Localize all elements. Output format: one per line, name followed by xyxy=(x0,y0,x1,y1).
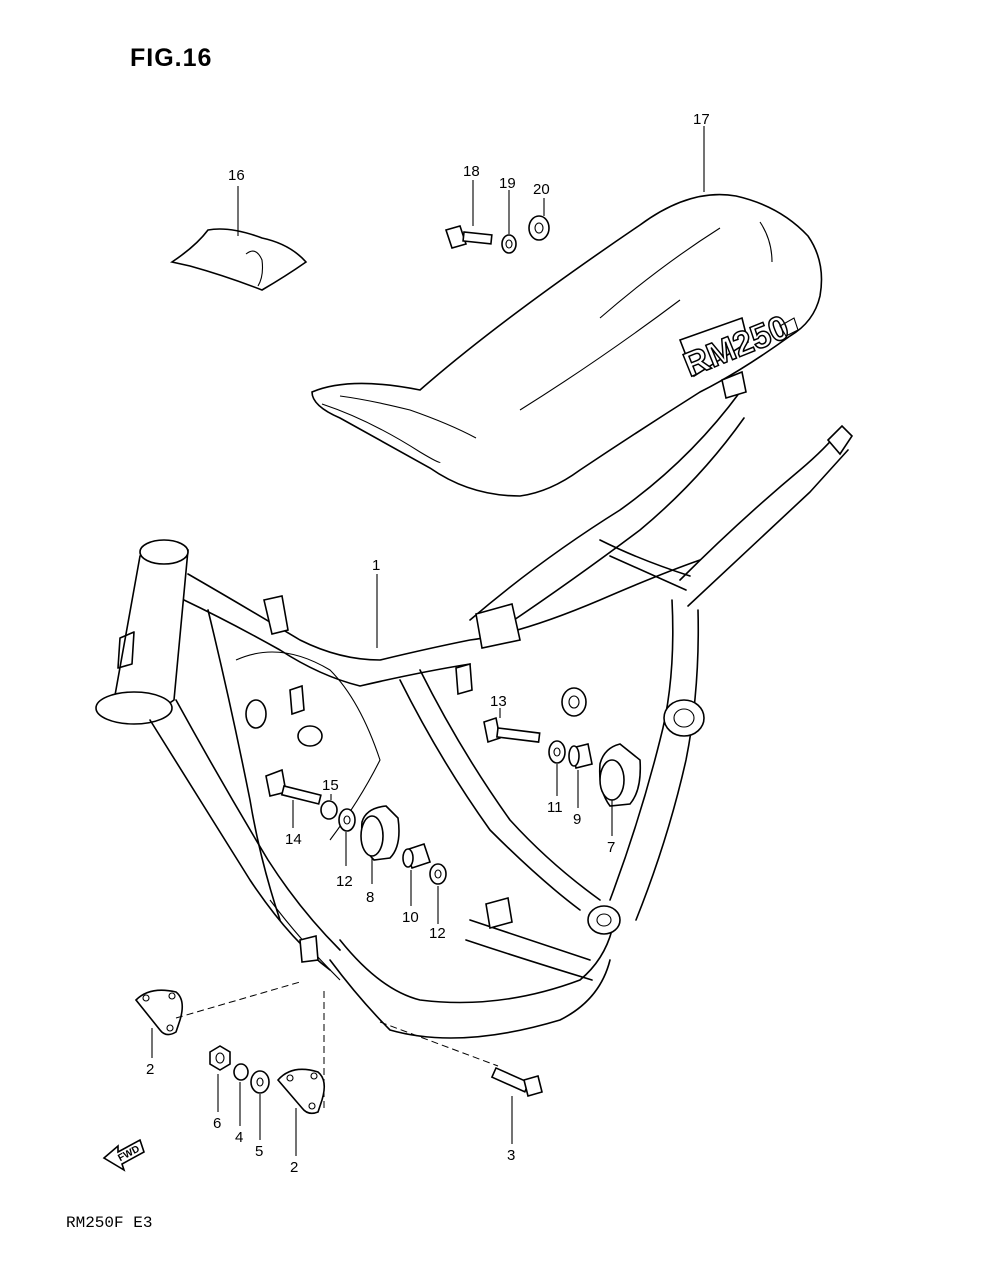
part-13-bolt xyxy=(483,708,541,744)
callout-4: 4 xyxy=(235,1129,243,1146)
callout-labels: 1 2 2 3 4 5 6 7 8 9 10 11 12 12 13 14 15… xyxy=(146,111,710,1176)
part-1-frame xyxy=(95,370,854,1039)
callout-13: 13 xyxy=(490,693,507,710)
part-9-collar xyxy=(568,743,593,808)
callout-11: 11 xyxy=(547,799,563,816)
part-4-washer xyxy=(233,1063,249,1126)
callout-7: 7 xyxy=(607,839,615,856)
callout-14: 14 xyxy=(285,831,302,848)
part-15-nut xyxy=(320,794,338,820)
part-14-bolt xyxy=(265,768,322,828)
callout-5: 5 xyxy=(255,1143,263,1160)
figure-title: FIG.16 xyxy=(130,44,213,72)
callout-12a: 12 xyxy=(336,873,353,890)
callout-17: 17 xyxy=(693,111,710,128)
callout-12b: 12 xyxy=(429,925,446,942)
part-5-washer xyxy=(250,1070,270,1140)
part-18-bolt xyxy=(444,180,493,249)
callout-20: 20 xyxy=(533,181,550,198)
callout-3: 3 xyxy=(507,1147,515,1164)
model-code: RM250F E3 xyxy=(66,1214,153,1232)
part-20-washer xyxy=(528,198,550,241)
part-16-cover xyxy=(169,186,308,291)
part-17-seat: RM250 xyxy=(311,126,823,497)
callout-2b: 2 xyxy=(290,1159,298,1176)
part-19-washer xyxy=(501,190,517,254)
callout-2a: 2 xyxy=(146,1061,154,1078)
part-8-rubber xyxy=(360,805,400,884)
fwd-arrow-icon: FWD xyxy=(102,1138,145,1172)
callout-18: 18 xyxy=(463,163,480,180)
callout-19: 19 xyxy=(499,175,516,192)
callout-10: 10 xyxy=(402,909,419,926)
callout-15: 15 xyxy=(322,777,339,794)
part-11-washer xyxy=(548,740,566,796)
callout-16: 16 xyxy=(228,167,245,184)
callout-6: 6 xyxy=(213,1115,221,1132)
callout-1: 1 xyxy=(372,557,380,574)
part-2-bracket-a xyxy=(134,981,301,1058)
callout-9: 9 xyxy=(573,811,581,828)
part-2-bracket-b xyxy=(276,990,326,1156)
part-6-nut xyxy=(209,1045,231,1112)
part-3-bolt xyxy=(379,1021,543,1144)
part-10-collar xyxy=(402,842,432,906)
part-7-rubber xyxy=(598,743,642,836)
part-12-washer-a xyxy=(338,808,356,866)
part-12-washer-b xyxy=(429,863,447,924)
callout-8: 8 xyxy=(366,889,374,906)
